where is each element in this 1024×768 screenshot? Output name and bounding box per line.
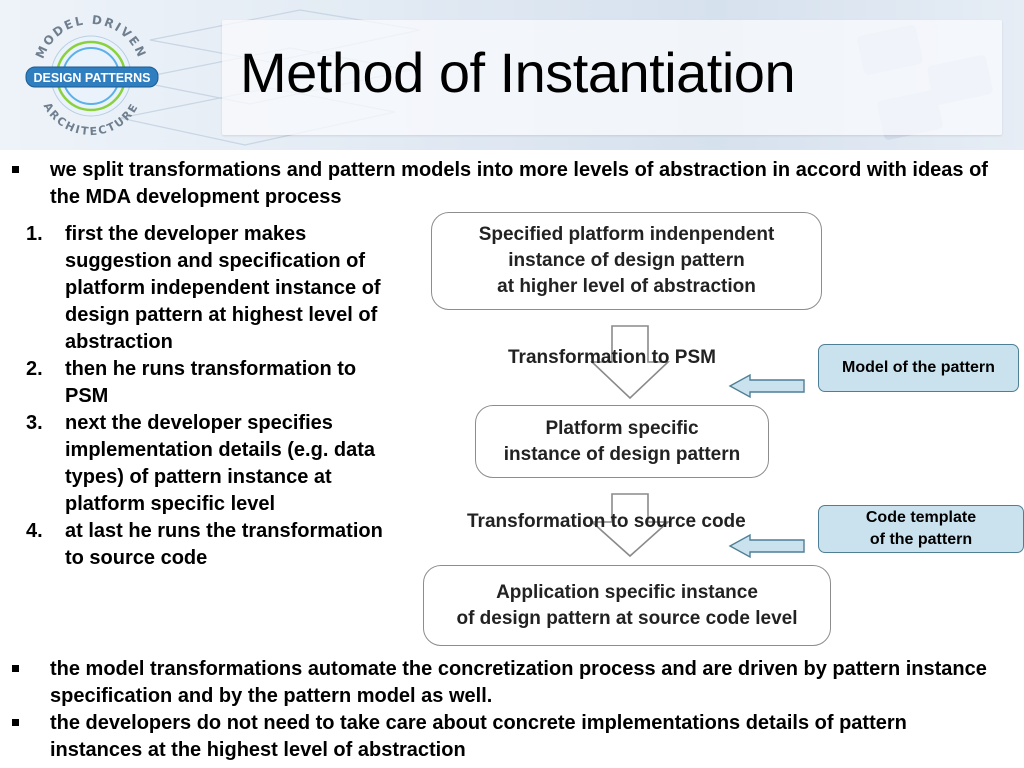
bottom-bullet-text: the developers do not need to take care … <box>50 712 907 761</box>
psm-instance-box: Platform specific instance of design pat… <box>475 405 769 478</box>
side-box-text: Code template <box>865 509 977 526</box>
step-item: 1. first the developer makes suggestion … <box>26 221 388 356</box>
step-number: 2. <box>26 358 43 380</box>
step-number: 3. <box>26 412 43 434</box>
title-panel <box>222 20 1002 135</box>
box-line: Specified platform indenpendent <box>478 224 775 245</box>
bullet-square-icon <box>12 665 19 672</box>
box-line: Application specific instance <box>496 581 758 603</box>
transformation-to-source-code-label: Transformation to source code <box>467 511 746 532</box>
side-box-text: of the pattern <box>869 531 973 548</box>
slide-title: Method of Instantiation <box>240 41 796 104</box>
step-item: 3. next the developer specifies implemen… <box>26 410 388 518</box>
steps-list: 1. first the developer makes suggestion … <box>26 221 388 572</box>
box-line: of design pattern at source code level <box>456 607 798 629</box>
bullet-square-icon <box>12 166 19 173</box>
transformation-to-psm-label: Transformation to PSM <box>508 347 716 368</box>
step-text: next the developer specifies implementat… <box>65 412 376 515</box>
logo-banner-text: DESIGN PATTERNS <box>34 71 151 85</box>
step-text: then he runs transformation to PSM <box>65 358 357 407</box>
model-of-pattern-box: Model of the pattern <box>818 344 1019 392</box>
step-text: at last he runs the transformation to so… <box>65 520 383 569</box>
box-line: at higher level of abstraction <box>497 276 756 297</box>
intro-bullet-text: we split transformations and pattern mod… <box>50 159 988 208</box>
mda-design-patterns-logo: MODEL DRIVEN ARCHITECTURE DESIGN PATTERN… <box>25 13 159 138</box>
step-item: 4. at last he runs the transformation to… <box>26 518 388 572</box>
bottom-bullet-text: the model transformations automate the c… <box>50 658 987 707</box>
box-line: instance of design pattern <box>508 250 745 271</box>
step-number: 4. <box>26 520 43 542</box>
step-text: first the developer makes suggestion and… <box>65 223 381 353</box>
left-arrow-icon <box>728 373 805 399</box>
step-number: 1. <box>26 223 43 245</box>
pim-instance-box: Specified platform indenpendent instance… <box>431 212 822 310</box>
box-line: Platform specific <box>545 417 699 439</box>
step-item: 2. then he runs transformation to PSM <box>26 356 388 410</box>
source-code-instance-box: Application specific instance of design … <box>423 565 831 646</box>
left-arrow-icon <box>728 533 805 559</box>
bullet-square-icon <box>12 719 19 726</box>
box-line: instance of design pattern <box>503 443 741 465</box>
code-template-box: Code template of the pattern <box>818 505 1024 553</box>
side-box-text: Model of the pattern <box>842 359 995 376</box>
